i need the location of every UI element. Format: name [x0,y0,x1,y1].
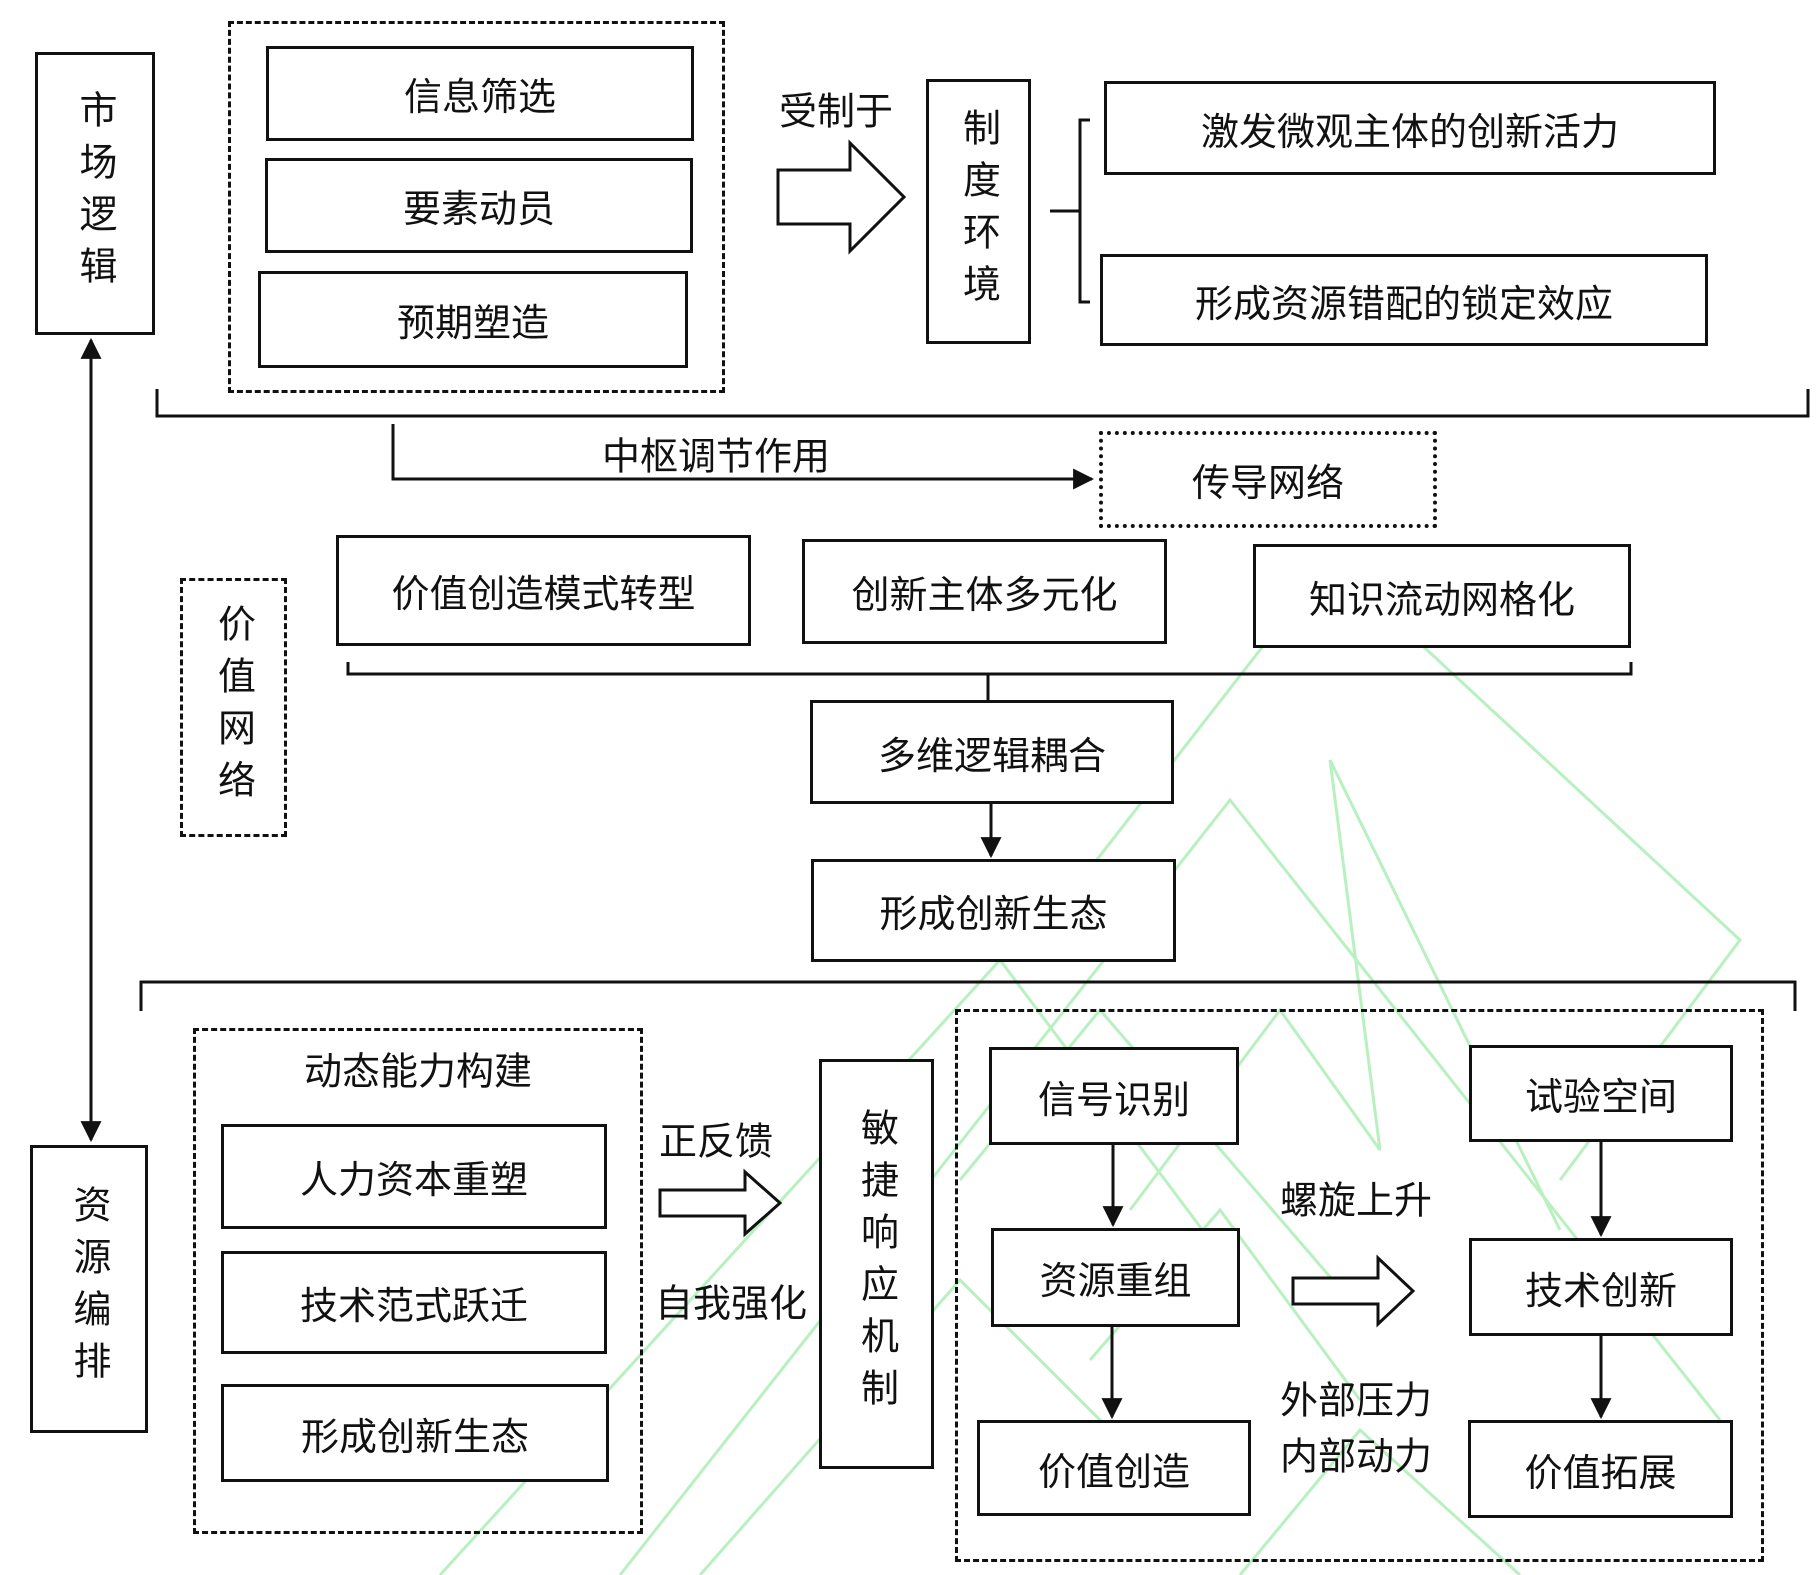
value-network-title: 价值网络 [211,603,256,812]
dynamic-capability-item: 技术范式跃迁 [221,1251,607,1354]
feedback-label-bottom: 自我强化 [654,1281,808,1326]
market-mechanism-group [228,21,725,393]
value-network-item: 知识流动网格化 [1253,544,1631,648]
left-chain-item: 信号识别 [989,1047,1239,1145]
left-chain-item: 价值创造 [977,1420,1251,1516]
dynamic-capability-title: 动态能力构建 [303,1049,533,1094]
conduction-network-box: 传导网络 [1099,431,1437,528]
ecosystem-box: 形成创新生态 [811,859,1176,962]
left-chain-item: 资源重组 [991,1228,1240,1327]
institution-box: 制度环境 [926,79,1031,344]
market-item: 信息筛选 [266,46,694,141]
market-item: 要素动员 [265,158,693,253]
agile-mechanism-box: 敏捷响应机制 [819,1059,934,1469]
dynamic-capability-item: 形成创新生态 [221,1384,609,1482]
agile-mechanism-title: 敏捷响应机制 [854,1108,899,1420]
institution-title: 制度环境 [956,107,1001,316]
value-network-item: 价值创造模式转型 [336,535,751,646]
hub-arrow [391,424,1095,490]
internal-drive-label: 内部动力 [1279,1434,1433,1479]
right-chain-item: 技术创新 [1469,1238,1733,1336]
right-chain-item: 价值拓展 [1468,1420,1733,1518]
value-network-box: 价值网络 [180,578,287,837]
institution-effect: 形成资源错配的锁定效应 [1100,254,1708,346]
feedback-arrow [658,1168,783,1238]
innovation-process-group [955,1009,1764,1562]
bottom-bracket [139,980,1797,1011]
external-pressure-label: 外部压力 [1279,1378,1433,1423]
spiral-label: 螺旋上升 [1279,1178,1433,1223]
resource-orchestration-box: 资源编排 [30,1145,148,1433]
constrained-label: 受制于 [778,89,894,134]
value-network-item: 创新主体多元化 [802,539,1167,644]
right-chain-item: 试验空间 [1469,1045,1733,1142]
top-bracket [155,389,1810,418]
market-logic-title: 市场逻辑 [73,89,117,298]
dynamic-capability-item: 人力资本重塑 [221,1124,607,1229]
market-item: 预期塑造 [258,271,688,368]
spiral-arrow [1291,1254,1416,1328]
institution-brace [1078,118,1090,304]
dynamic-capability-group [193,1028,643,1534]
coupling-box: 多维逻辑耦合 [810,700,1174,804]
feedback-label-top: 正反馈 [658,1119,774,1164]
institution-effect: 激发微观主体的创新活力 [1104,81,1716,175]
constrained-arrow [776,139,907,255]
value-bracket [346,662,1633,676]
resource-orchestration-title: 资源编排 [67,1185,111,1393]
hub-label: 中枢调节作用 [601,434,831,479]
market-logic-box: 市场逻辑 [35,52,155,335]
